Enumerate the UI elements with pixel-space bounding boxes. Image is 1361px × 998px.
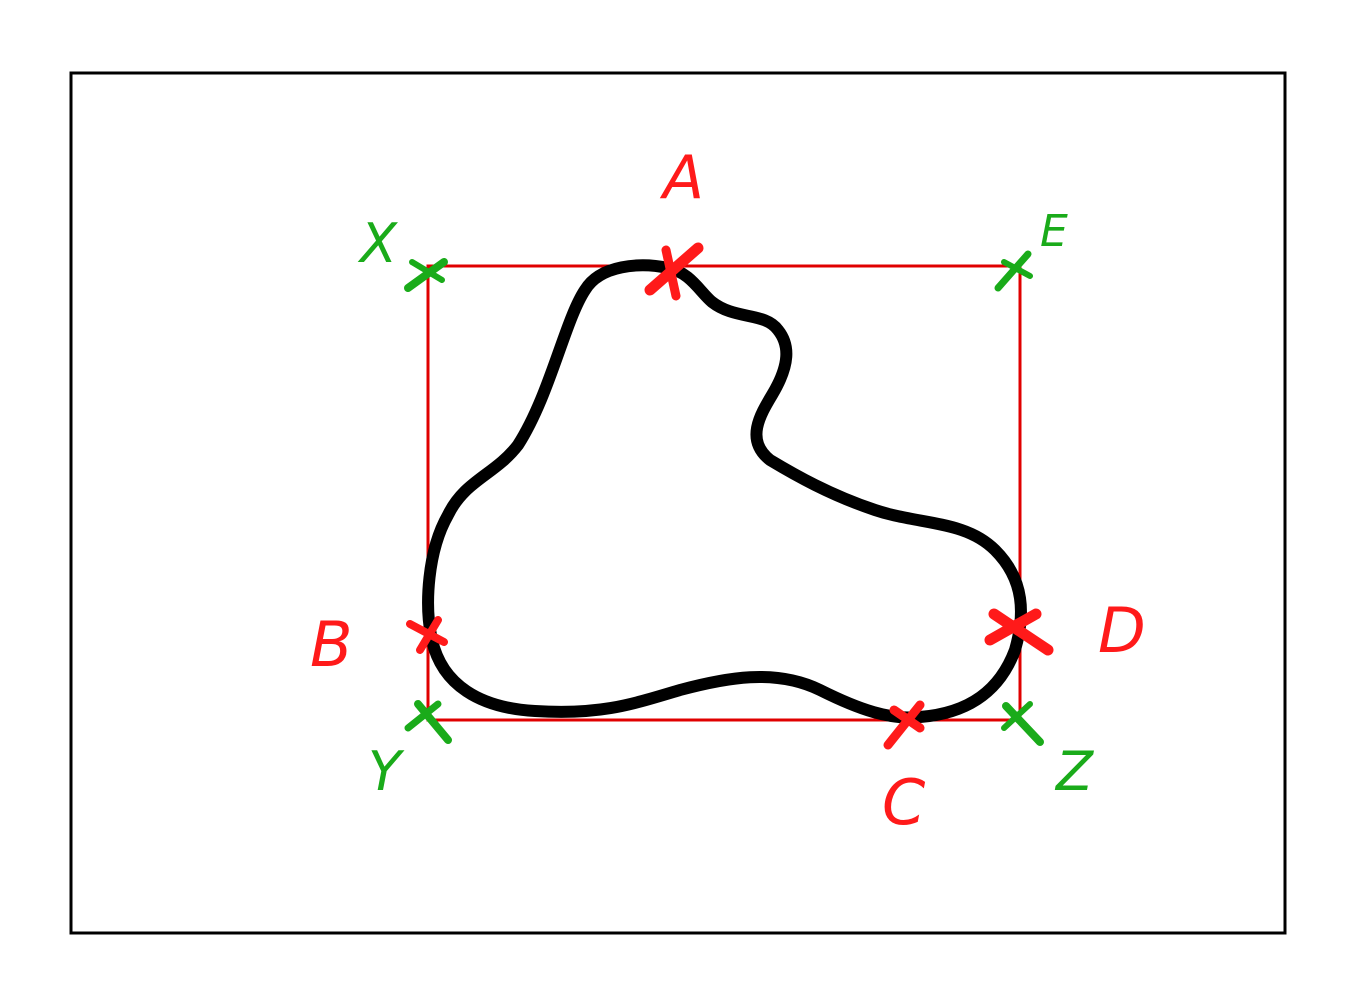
label-x: X xyxy=(357,212,398,275)
extreme-point-d-marker xyxy=(984,608,1054,656)
label-a: A xyxy=(659,143,704,213)
corner-x-marker xyxy=(404,258,448,292)
bounding-rectangle xyxy=(426,264,1022,722)
corner-e-marker xyxy=(994,250,1033,292)
extreme-point-a-marker xyxy=(644,242,704,301)
outer-frame xyxy=(69,71,1287,935)
label-z: Z xyxy=(1054,740,1094,803)
label-y: Y xyxy=(368,740,405,803)
label-d: D xyxy=(1098,594,1146,667)
label-b: B xyxy=(310,608,353,681)
corner-z-marker xyxy=(1001,701,1044,746)
extreme-point-c-marker xyxy=(883,700,925,750)
label-e: E xyxy=(1040,206,1068,257)
blob-shape xyxy=(422,259,1027,724)
label-c: C xyxy=(882,766,926,839)
corner-y-marker xyxy=(404,700,452,744)
extreme-point-b-marker xyxy=(406,616,448,654)
